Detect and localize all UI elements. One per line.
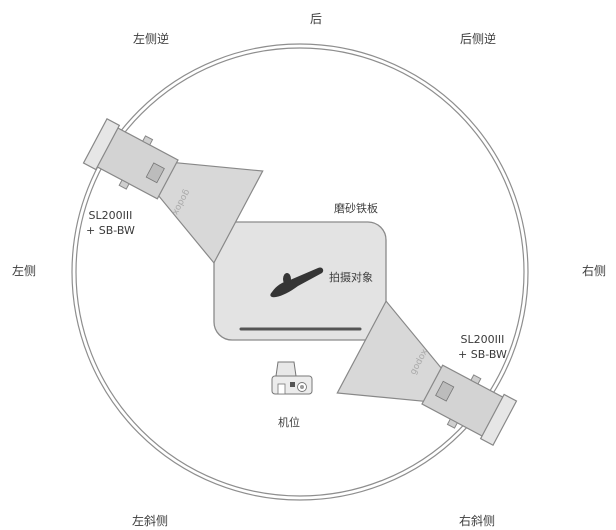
set-ring [71,43,529,501]
position-right: 右侧 [582,264,607,278]
left-light-modifier: + SB-BW [86,224,135,237]
position-back: 后 [309,12,323,26]
subject-object [270,267,324,298]
left-light: godox [82,118,264,264]
camera-icon [271,361,313,395]
position-left: 左侧 [12,264,37,278]
table-label: 磨砂铁板 [334,202,378,215]
right-light: godox [336,300,518,446]
left-light-model: SL200III [88,209,133,222]
position-back-left: 左侧逆 [132,32,170,46]
camera-label: 机位 [278,416,300,429]
position-front-right: 右斜侧 [458,514,496,528]
subject-label: 拍摄对象 [329,271,373,284]
right-light-modifier: + SB-BW [458,348,507,361]
position-front-left: 左斜侧 [131,514,169,528]
left-light-label: SL200III + SB-BW [86,208,135,238]
right-light-model: SL200III [460,333,505,346]
position-back-right: 后侧逆 [459,32,497,46]
right-light-label: SL200III + SB-BW [458,332,507,362]
